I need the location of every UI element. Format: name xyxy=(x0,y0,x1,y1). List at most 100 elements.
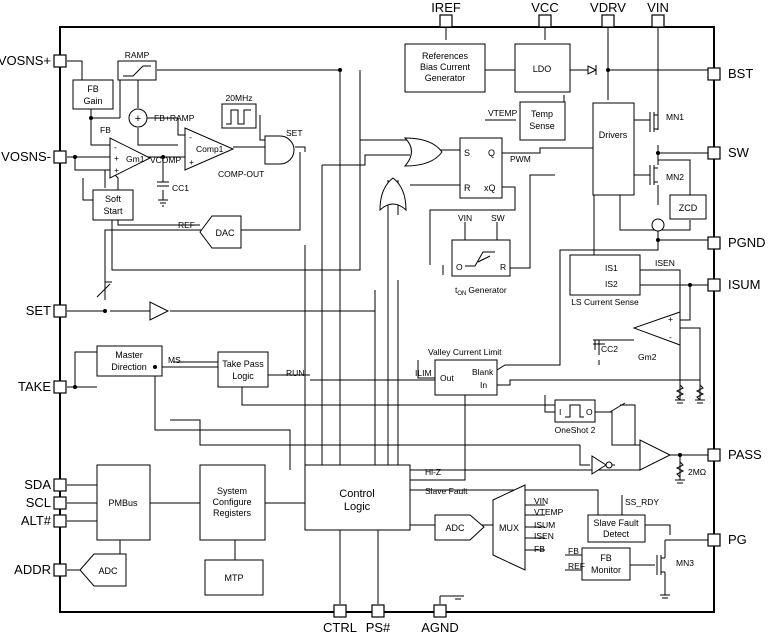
svg-text:Master: Master xyxy=(115,350,143,360)
ramp-block: RAMP xyxy=(117,50,157,81)
svg-text:OneShot 2: OneShot 2 xyxy=(555,425,596,435)
svg-text:Logic: Logic xyxy=(232,371,254,381)
svg-text:MUX: MUX xyxy=(499,523,519,533)
zcd-block: ZCD xyxy=(669,194,707,220)
comp1-comparator: - + Comp1 xyxy=(184,127,235,171)
junction-dots xyxy=(73,68,692,457)
summer: + xyxy=(128,108,148,128)
or-gate-reset xyxy=(379,177,407,212)
pin-pg: PG xyxy=(728,532,747,547)
cc1-capacitor: CC1 xyxy=(157,181,189,207)
svg-text:IS2: IS2 xyxy=(605,279,618,289)
svg-text:O: O xyxy=(586,407,593,417)
and-gate xyxy=(264,135,295,165)
clock-block: 20MHz xyxy=(221,93,257,129)
svg-text:FB: FB xyxy=(87,84,99,94)
label-valley-current-limit: Valley Current Limit xyxy=(428,347,502,357)
pin-take: TAKE xyxy=(18,379,51,394)
svg-text:DAC: DAC xyxy=(215,228,235,238)
slave-fault-detect-block: Slave Fault Detect xyxy=(587,514,646,543)
svg-text:-: - xyxy=(669,332,672,342)
svg-text:+: + xyxy=(189,157,194,167)
svg-text:20MHz: 20MHz xyxy=(226,93,253,103)
gm1-amplifier: - + + Gm1 xyxy=(109,137,152,179)
pin-agnd: AGND xyxy=(421,620,459,635)
svg-text:Temp: Temp xyxy=(531,109,553,119)
label-comp-out: COMP-OUT xyxy=(218,169,264,179)
svg-text:Sense: Sense xyxy=(529,121,555,131)
svg-text:Drivers: Drivers xyxy=(599,130,628,140)
label-vcomp: VCOMP xyxy=(150,155,182,165)
svg-text:+: + xyxy=(135,113,141,125)
soft-start-block: Soft Start xyxy=(92,189,134,221)
valley-current-limit-block: Out Blank In xyxy=(434,359,498,396)
svg-text:System: System xyxy=(217,486,247,496)
right-pins: BST SW PGND ISUM PASS PG xyxy=(707,66,766,547)
label-mux-isum: ISUM xyxy=(534,520,555,530)
fb-monitor-block: FB Monitor xyxy=(581,547,631,581)
set-switch xyxy=(96,283,111,298)
pmbus-block: PMBus xyxy=(96,464,151,541)
pin-sw: SW xyxy=(728,145,750,160)
references-block: References Bias Current Generator xyxy=(404,43,486,93)
label-fbm-ref: REF xyxy=(568,561,585,571)
label-fb-ramp: FB+RAMP xyxy=(154,113,195,123)
svg-text:Out: Out xyxy=(440,373,454,383)
svg-text:ZCD: ZCD xyxy=(679,203,698,213)
label-ton-sw: SW xyxy=(491,213,505,223)
label-ilim: ILIM xyxy=(415,368,432,378)
ldo-block: LDO xyxy=(514,43,571,93)
pin-pass: PASS xyxy=(728,447,762,462)
set-buffer xyxy=(149,301,170,321)
top-pins: IREF VCC VDRV VIN xyxy=(431,0,669,28)
svg-text:Control: Control xyxy=(339,488,374,500)
label-ton-vin: VIN xyxy=(458,213,472,223)
label-mux-fb: FB xyxy=(534,544,545,554)
mtp-block: MTP xyxy=(204,559,264,596)
svg-text:xQ: xQ xyxy=(484,183,496,193)
oneshot-switch xyxy=(609,402,626,413)
pin-vosns-minus: VOSNS- xyxy=(1,149,51,164)
label-mux-isen: ISEN xyxy=(534,531,554,541)
label-slave-fault: Slave Fault xyxy=(425,486,468,496)
cc2-capacitor: CC2 xyxy=(593,339,618,354)
svg-text:MN1: MN1 xyxy=(666,112,684,122)
pin-scl: SCL xyxy=(26,495,51,510)
svg-text:PMBus: PMBus xyxy=(108,498,138,508)
or-gate-set xyxy=(403,137,443,167)
svg-text:RAMP: RAMP xyxy=(125,50,150,60)
svg-text:CC2: CC2 xyxy=(601,344,618,354)
svg-text:Comp1: Comp1 xyxy=(196,144,224,154)
oneshot-block: I O OneShot 2 xyxy=(554,399,596,435)
svg-text:LDO: LDO xyxy=(533,64,552,74)
svg-text:Logic: Logic xyxy=(344,501,371,513)
pin-sda: SDA xyxy=(24,477,51,492)
addr-adc-block: ADC xyxy=(79,553,127,587)
svg-text:Direction: Direction xyxy=(111,362,147,372)
label-vtemp: VTEMP xyxy=(488,108,518,118)
gm2-amplifier: + - xyxy=(632,311,681,346)
ton-generator-block: O R xyxy=(451,239,511,277)
pin-vin: VIN xyxy=(647,0,669,15)
svg-text:ADC: ADC xyxy=(98,566,118,576)
temp-sense-block: Temp Sense xyxy=(519,101,566,141)
resistors-right xyxy=(675,384,705,478)
svg-text:Q: Q xyxy=(488,148,495,158)
label-2m-resistor: 2MΩ xyxy=(688,467,706,477)
svg-text:FB: FB xyxy=(600,553,612,563)
svg-text:Configure: Configure xyxy=(212,497,251,507)
svg-text:R: R xyxy=(500,262,506,272)
svg-text:S: S xyxy=(464,148,470,158)
master-direction-block: Master Direction xyxy=(96,345,163,377)
fb-gain-block: FB Gain xyxy=(72,79,114,110)
svg-text:Start: Start xyxy=(103,206,123,216)
dac-block: DAC xyxy=(199,215,242,249)
label-ss-rdy: SS_RDY xyxy=(625,497,659,507)
svg-text:IS1: IS1 xyxy=(605,263,618,273)
label-isen: ISEN xyxy=(655,258,675,268)
mn1-mosfet: MN1 xyxy=(649,112,684,132)
label-ms: MS xyxy=(168,355,181,365)
svg-text:Bias Current: Bias Current xyxy=(420,62,471,72)
label-run: RUN xyxy=(286,368,304,378)
